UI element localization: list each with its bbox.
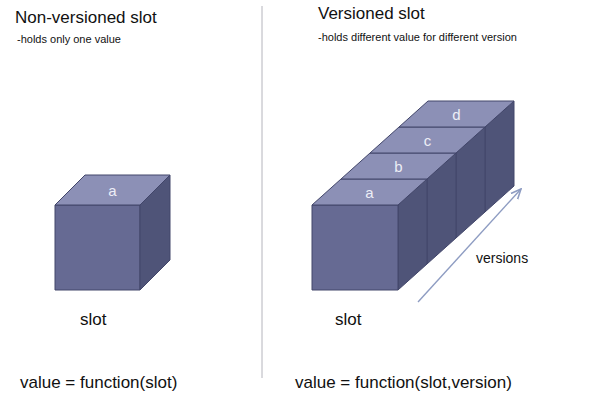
top-face-shape xyxy=(312,179,427,205)
value-letter: a xyxy=(108,183,116,198)
slot-value-face: c xyxy=(370,127,485,153)
front-face xyxy=(55,205,140,290)
top-face-shape xyxy=(370,127,485,153)
slot-value-face: a xyxy=(312,179,427,205)
slot-value-face: d xyxy=(399,101,514,127)
section-title: Versioned slot xyxy=(318,4,425,24)
front-face xyxy=(312,205,398,290)
axis-label: versions xyxy=(476,250,528,266)
top-face-shape xyxy=(55,175,170,205)
versions-arrow xyxy=(418,189,521,302)
top-face-shape xyxy=(399,101,514,127)
section-subtitle: -holds only one value xyxy=(17,33,121,46)
divider-line xyxy=(262,6,263,378)
slot-value-face: a xyxy=(55,175,170,205)
value-letter: a xyxy=(365,185,373,200)
section-subtitle: -holds different value for different ver… xyxy=(318,31,517,44)
formula: value = function(slot,version) xyxy=(295,373,512,393)
slot-label: slot xyxy=(335,310,361,330)
formula: value = function(slot) xyxy=(20,373,177,393)
slot-value-face: b xyxy=(341,153,456,179)
section-title: Non-versioned slot xyxy=(15,8,157,28)
value-letter: d xyxy=(452,107,460,122)
value-letter: b xyxy=(394,159,402,174)
cube-illustration xyxy=(55,101,514,290)
slot-label: slot xyxy=(80,310,106,330)
top-face-shape xyxy=(341,153,456,179)
value-letter: c xyxy=(424,133,432,148)
